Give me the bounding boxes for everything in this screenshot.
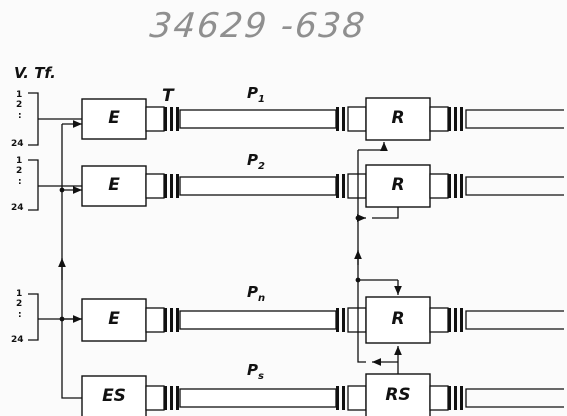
channel-bracket-2 [28, 159, 39, 211]
e-block-n-label: E [108, 309, 120, 329]
es-block-label: ES [102, 386, 126, 406]
row-1 [28, 92, 564, 146]
r-block-n-label: R [391, 309, 405, 329]
pair-label-ps: Ps [247, 361, 264, 382]
receive-sync-bus [354, 142, 402, 374]
pair-line-pn-out [465, 310, 564, 330]
e-block-2-label: E [108, 175, 120, 195]
channel-first-n: 1 [16, 289, 23, 299]
rs-block-label: RS [385, 385, 411, 405]
e-block-1-label: E [108, 108, 120, 128]
pair-label-p1: P1 [247, 84, 265, 105]
pair-line-p1-out [465, 109, 564, 129]
channel-last-1: 24 [11, 139, 24, 149]
transformer-1 [145, 106, 165, 132]
channel-second-n: 2 [16, 299, 23, 309]
es-block [81, 375, 147, 416]
pair-label-pn: Pn [247, 283, 266, 304]
channel-second-2: 2 [16, 166, 23, 176]
row-n [28, 293, 564, 344]
channel-last-n: 24 [11, 335, 24, 345]
channel-first-1: 1 [16, 90, 23, 100]
rs-block [365, 373, 431, 416]
row-2 [28, 159, 564, 211]
pair-line-ps-out [465, 388, 564, 408]
line-break-marks [244, 109, 552, 408]
channel-dots-1: : [18, 111, 22, 121]
channel-bracket-1 [28, 92, 39, 146]
row-service [81, 373, 564, 416]
pair-line-pn [179, 310, 337, 330]
r-block-1-label: R [391, 108, 405, 128]
e-block-2 [81, 165, 147, 207]
voice-channels-label: V. Tf. [14, 64, 56, 82]
pair-line-ps [179, 388, 337, 408]
r-block-1 [365, 97, 431, 141]
pair-line-p1 [179, 109, 337, 129]
channel-dots-n: : [18, 310, 22, 320]
pair-label-p2: P2 [247, 151, 265, 172]
channel-second-1: 2 [16, 100, 23, 110]
r-block-n [365, 296, 431, 344]
transmit-sync-bus [58, 120, 82, 399]
pair-line-p2-out [465, 176, 564, 196]
channel-dots-2: : [18, 177, 22, 187]
channel-bracket-n [28, 293, 39, 341]
pair-line-p2 [179, 176, 337, 196]
transformer-label: T [162, 86, 174, 106]
channel-first-2: 1 [16, 156, 23, 166]
channel-last-2: 24 [11, 203, 24, 213]
r-block-2-label: R [391, 175, 405, 195]
